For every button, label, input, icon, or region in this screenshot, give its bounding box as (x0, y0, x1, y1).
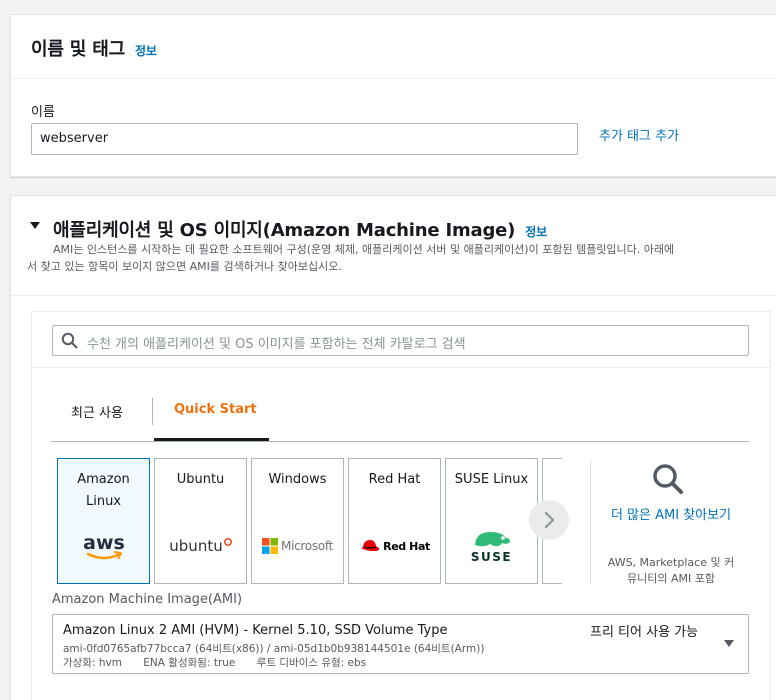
add-additional-tags-link[interactable]: 추가 태그 추가 (599, 129, 680, 144)
os-tile-label: Amazon Linux (77, 472, 130, 509)
selected-ami-ids: ami-0fd0765afb77bcca7 (64비트(x86)) / ami-… (63, 643, 485, 655)
search-placeholder: 수천 개의 애플리케이션 및 OS 이미지를 포함하는 전체 카탈로그 검색 (87, 337, 466, 352)
search-icon (61, 332, 78, 349)
free-tier-badge: 프리 티어 사용 가능 (590, 625, 699, 640)
os-tile-red-hat[interactable]: Red Hat Red Hat (348, 458, 441, 584)
info-link[interactable]: 정보 (525, 225, 547, 239)
name-and-tags-title: 이름 및 태그 정보 (31, 35, 157, 61)
section-heading: 애플리케이션 및 OS 이미지(Amazon Machine Image) (53, 220, 516, 241)
virtualization-text: 가상화: hvm (63, 657, 122, 669)
tabs-divider (51, 441, 749, 442)
root-device-text: 루트 디바이스 유형: ebs (256, 657, 367, 669)
selected-ami-meta: 가상화: hvm ENA 활성화됨: true 루트 디바이스 유형: ebs (63, 655, 384, 670)
name-input[interactable]: webserver (31, 123, 578, 155)
os-tile-windows[interactable]: Windows Microsoft (251, 458, 344, 584)
aws-logo-icon: aws (58, 521, 149, 571)
active-tab-indicator (154, 438, 269, 441)
tab-divider (152, 398, 153, 425)
caret-down-icon (724, 640, 734, 647)
ubuntu-logo-text: ubuntu (169, 537, 223, 555)
ena-text: ENA 활성화됨: true (143, 657, 236, 669)
browse-more-amis-link[interactable]: 더 많은 AMI 찾아보기 (610, 508, 732, 523)
ami-panel: 애플리케이션 및 OS 이미지(Amazon Machine Image) 정보… (10, 195, 776, 700)
section-heading: 이름 및 태그 (31, 39, 125, 60)
os-tile-amazon-linux[interactable]: Amazon Linux aws (57, 458, 150, 584)
divider (32, 367, 770, 368)
os-tile-label: Ubuntu (176, 472, 225, 487)
ami-selector: 수천 개의 애플리케이션 및 OS 이미지를 포함하는 전체 카탈로그 검색 최… (31, 311, 771, 700)
info-link[interactable]: 정보 (135, 44, 157, 58)
os-tile-label: Red Hat (368, 472, 421, 487)
next-tiles-button[interactable] (529, 500, 569, 540)
ubuntu-logo-icon: ubuntu (155, 521, 246, 571)
browse-divider (590, 461, 591, 583)
tab-recently-used[interactable]: 최근 사용 (71, 406, 123, 421)
collapse-caret-icon[interactable] (30, 222, 40, 229)
ami-select-dropdown[interactable]: Amazon Linux 2 AMI (HVM) - Kernel 5.10, … (52, 614, 749, 674)
name-and-tags-header: 이름 및 태그 정보 (11, 15, 776, 79)
ami-description-line-2: 서 찾고 있는 항목이 보이지 않으면 AMI를 검색하거나 찾아보십시오. (27, 260, 342, 273)
search-icon (653, 464, 683, 494)
ami-search-input[interactable]: 수천 개의 애플리케이션 및 OS 이미지를 포함하는 전체 카탈로그 검색 (52, 325, 749, 356)
os-tile-ubuntu[interactable]: Ubuntu ubuntu (154, 458, 247, 584)
browse-more-note: AWS, Marketplace 및 커뮤니티의 AMI 포함 (607, 556, 735, 585)
ami-select-label: Amazon Machine Image(AMI) (52, 592, 243, 607)
red-hat-logo-icon: Red Hat (349, 521, 440, 571)
suse-logo-icon: SUSE (446, 521, 537, 571)
os-tile-label: Windows (268, 472, 327, 487)
os-tile-suse-linux[interactable]: SUSE Linux SUSE (445, 458, 538, 584)
aws-logo-text: aws (83, 532, 125, 554)
ami-description-line-1: AMI는 인스턴스를 시작하는 데 필요한 소프트웨어 구성(운영 체제, 애플… (53, 243, 675, 256)
name-and-tags-panel: 이름 및 태그 정보 이름 webserver 추가 태그 추가 (10, 14, 776, 177)
os-tile-label: SUSE Linux (454, 472, 529, 487)
ami-title: 애플리케이션 및 OS 이미지(Amazon Machine Image) 정보 (53, 216, 547, 242)
selected-ami-name: Amazon Linux 2 AMI (HVM) - Kernel 5.10, … (63, 623, 448, 638)
ami-header: 애플리케이션 및 OS 이미지(Amazon Machine Image) 정보… (11, 196, 776, 296)
suse-logo-text: SUSE (470, 549, 513, 564)
chevron-right-icon (545, 512, 554, 528)
microsoft-logo-text: Microsoft (281, 539, 333, 553)
name-field-label: 이름 (31, 105, 55, 120)
microsoft-logo-icon: Microsoft (252, 521, 343, 571)
red-hat-logo-text: Red Hat (383, 539, 430, 553)
tab-quick-start[interactable]: Quick Start (174, 402, 257, 417)
